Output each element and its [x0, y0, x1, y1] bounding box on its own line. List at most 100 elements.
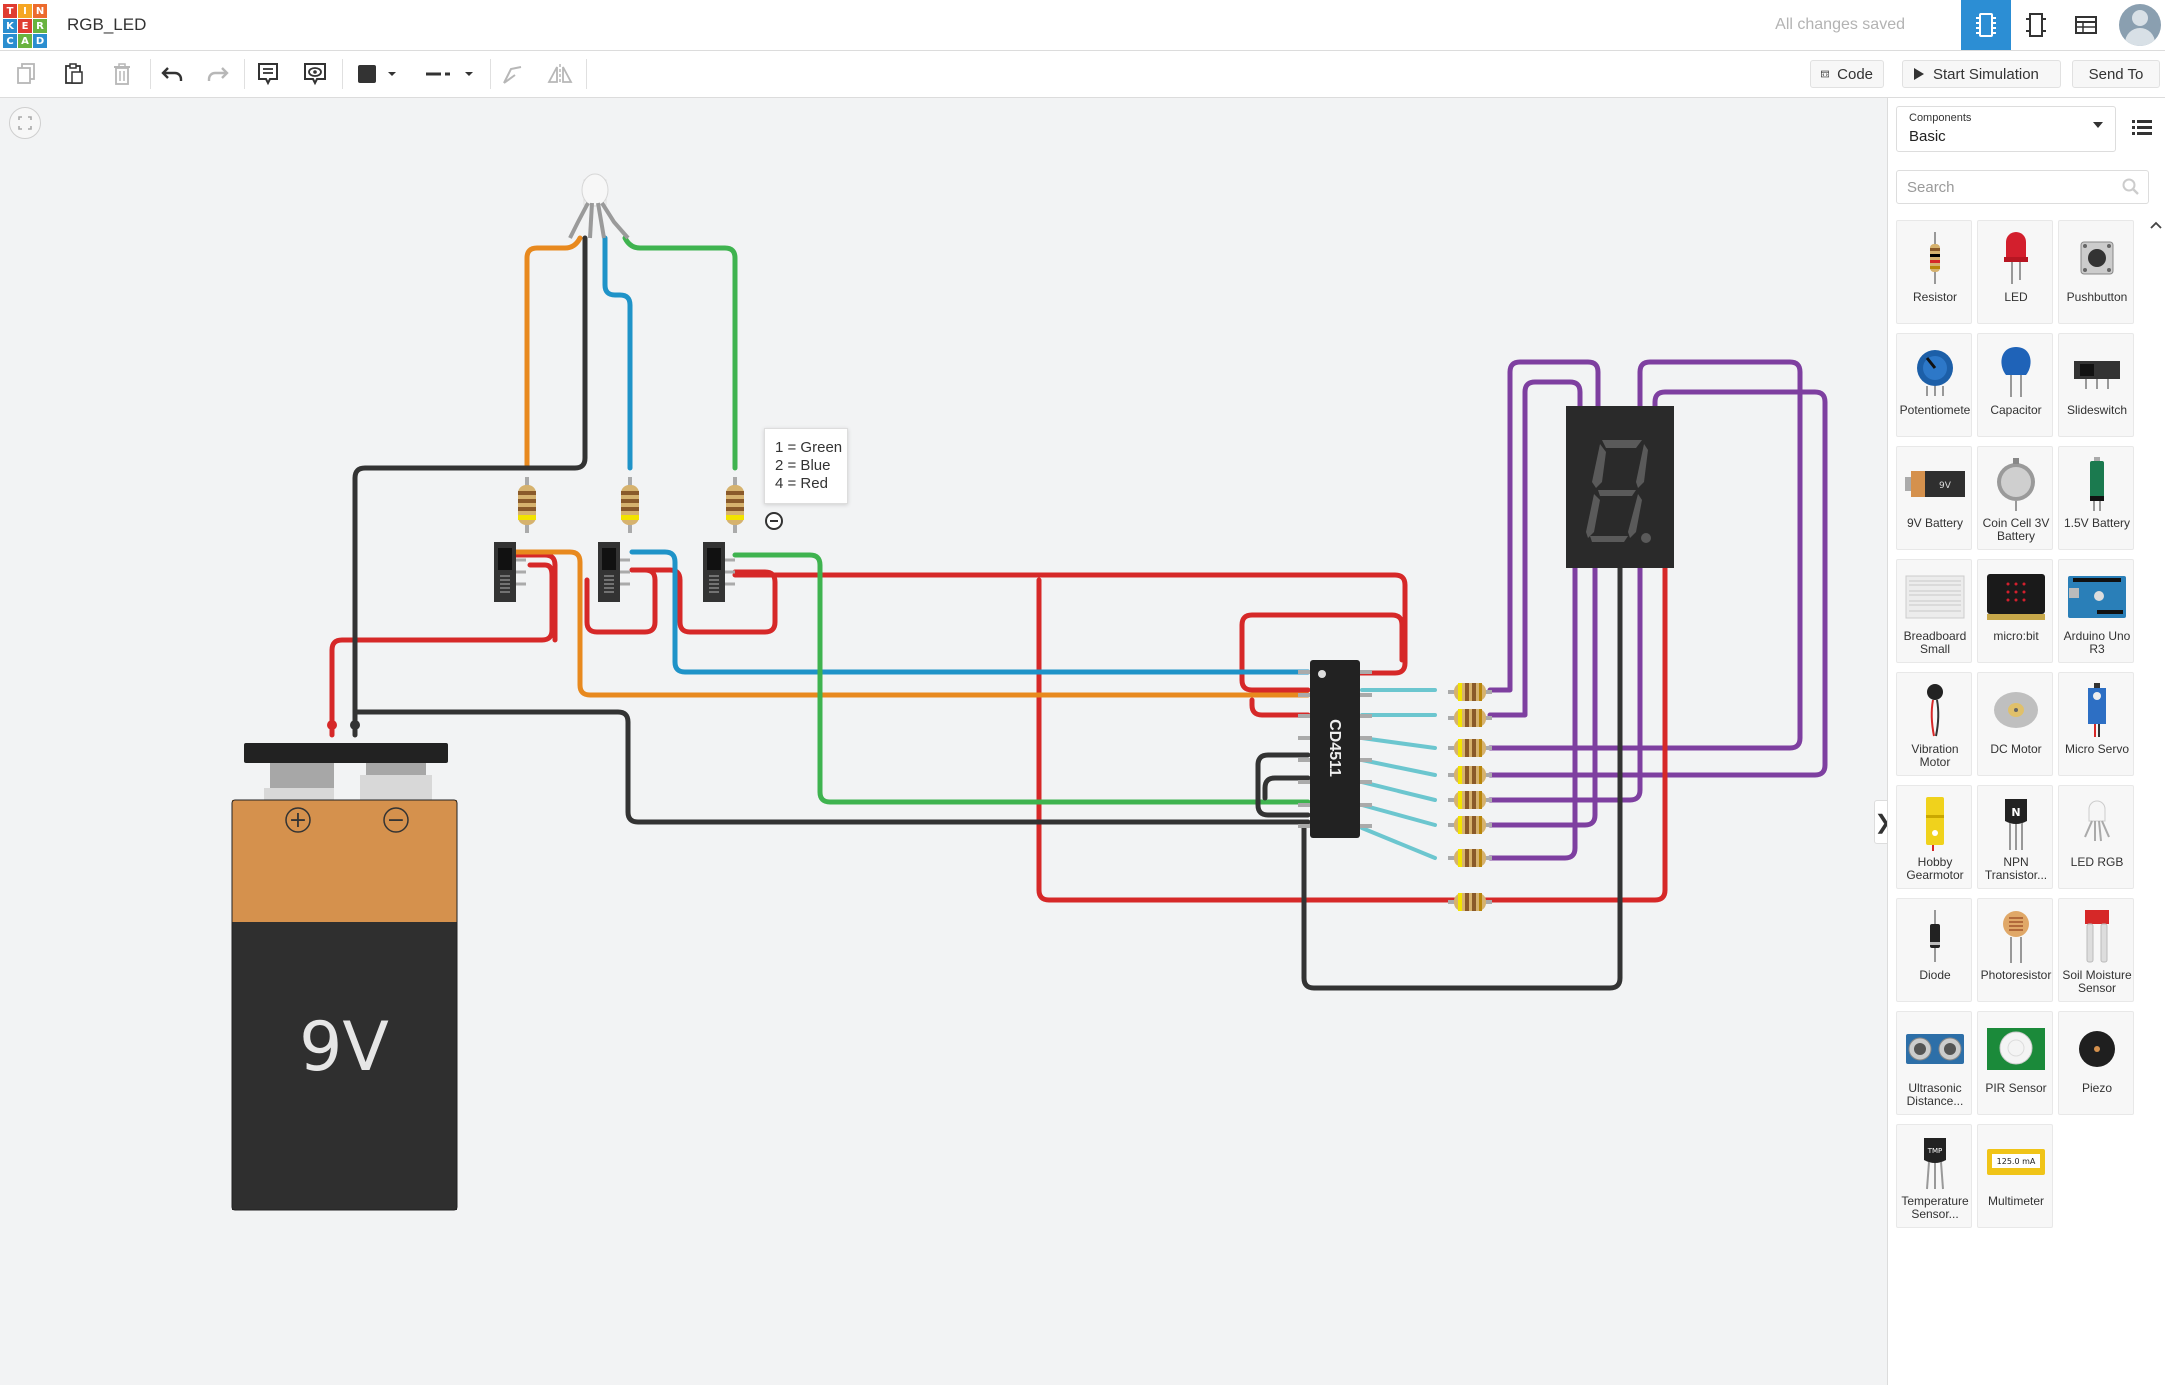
- caret-down-icon: [388, 72, 396, 76]
- undo-button[interactable]: [156, 58, 188, 90]
- component-capacitor[interactable]: Capacitor: [1977, 333, 2053, 437]
- toggle-notes-visibility-button[interactable]: [299, 58, 331, 90]
- resistor-icon: [1930, 232, 1940, 284]
- led-icon: [2004, 232, 2028, 284]
- component-npn-transistor[interactable]: N NPN Transistor...: [1977, 785, 2053, 889]
- resistor[interactable]: [1446, 814, 1494, 836]
- 9v-battery[interactable]: [231, 720, 458, 1211]
- resistor[interactable]: [516, 475, 538, 535]
- code-button[interactable]: Code: [1810, 60, 1884, 88]
- component-vibration-motor[interactable]: Vibration Motor: [1896, 672, 1972, 776]
- resistor[interactable]: [619, 475, 641, 535]
- chip-label: CD4511: [1326, 719, 1343, 777]
- component-slideswitch[interactable]: Slideswitch: [2058, 333, 2134, 437]
- circuit-canvas[interactable]: CD4511 + − 9V: [0, 98, 1887, 1385]
- slide-switch[interactable]: [701, 540, 737, 604]
- fit-view-button[interactable]: [9, 107, 41, 139]
- component-pir-sensor[interactable]: PIR Sensor: [1977, 1011, 2053, 1115]
- redo-icon: [207, 67, 229, 81]
- component-coin-cell[interactable]: Coin Cell 3V Battery: [1977, 446, 2053, 550]
- note-collapse-icon[interactable]: [765, 512, 783, 530]
- component-temperature-sensor[interactable]: TMP Temperature Sensor...: [1896, 1124, 1972, 1228]
- component-dc-motor[interactable]: DC Motor: [1977, 672, 2053, 776]
- component-name: LED: [2004, 290, 2028, 304]
- add-note-button[interactable]: [252, 58, 284, 90]
- redo-button[interactable]: [202, 58, 234, 90]
- resistor[interactable]: [1446, 681, 1494, 703]
- scroll-up-icon[interactable]: [2150, 216, 2162, 232]
- slide-switch[interactable]: [596, 540, 632, 604]
- paste-button[interactable]: [58, 58, 90, 90]
- component-piezo[interactable]: Piezo: [2058, 1011, 2134, 1115]
- flip-icon: [547, 64, 573, 84]
- component-search-input[interactable]: [1905, 171, 2109, 203]
- component-potentiometer[interactable]: Potentiomete: [1896, 333, 1972, 437]
- component-photoresistor[interactable]: Photoresistor: [1977, 898, 2053, 1002]
- wire-type-dropdown[interactable]: [420, 58, 480, 90]
- resistor[interactable]: [1446, 891, 1494, 913]
- resistor[interactable]: [724, 475, 746, 535]
- component-name: Diode: [1919, 968, 1951, 982]
- schematic-view-button[interactable]: [2011, 0, 2061, 50]
- microbit-icon: [1987, 574, 2045, 620]
- component-led-rgb[interactable]: LED RGB: [2058, 785, 2134, 889]
- component-9v-battery[interactable]: 9V 9V Battery: [1896, 446, 1972, 550]
- component-hobby-gearmotor[interactable]: Hobby Gearmotor: [1896, 785, 1972, 889]
- photoresistor-icon: [2003, 911, 2029, 963]
- delete-button[interactable]: [106, 58, 138, 90]
- search-icon[interactable]: [2122, 178, 2140, 196]
- start-simulation-button[interactable]: Start Simulation: [1902, 60, 2061, 88]
- resistor[interactable]: [1446, 764, 1494, 786]
- component-micro-servo[interactable]: Micro Servo: [2058, 672, 2134, 776]
- component-name: Temperature Sensor...: [1901, 1194, 1969, 1221]
- component-name: 9V Battery: [1906, 516, 1964, 530]
- component-list-view-button[interactable]: [2061, 0, 2111, 50]
- copy-button[interactable]: [10, 58, 42, 90]
- resistor[interactable]: [1446, 707, 1494, 729]
- canvas-note[interactable]: 1 = Green 2 = Blue 4 = Red: [764, 428, 848, 504]
- tmp-label: TMP: [1927, 1147, 1943, 1155]
- flip-button[interactable]: [544, 58, 576, 90]
- save-status: All changes saved: [1775, 16, 1905, 33]
- component-name: LED RGB: [2070, 855, 2124, 869]
- component-led[interactable]: LED: [1977, 220, 2053, 324]
- rgb-led[interactable]: [568, 173, 630, 240]
- seven-segment-display[interactable]: [1566, 406, 1674, 568]
- pir-icon: [1987, 1028, 2045, 1070]
- component-1-5v-battery[interactable]: 1.5V Battery: [2058, 446, 2134, 550]
- eye-note-icon: [304, 63, 326, 86]
- dc-motor-icon: [1994, 692, 2038, 728]
- components-dropdown[interactable]: Components Basic: [1896, 106, 2116, 152]
- resistor[interactable]: [1446, 847, 1494, 869]
- user-avatar[interactable]: [2119, 4, 2161, 46]
- component-multimeter[interactable]: 125.0 mA Multimeter: [1977, 1124, 2053, 1228]
- component-diode[interactable]: Diode: [1896, 898, 1972, 1002]
- component-microbit[interactable]: micro:bit: [1977, 559, 2053, 663]
- diode-icon: [1930, 910, 1940, 962]
- arduino-icon: [2068, 576, 2126, 618]
- cd4511-chip[interactable]: [1298, 660, 1372, 838]
- rotate-icon: [503, 66, 522, 84]
- transistor-letter: N: [2011, 806, 2020, 819]
- component-pushbutton[interactable]: Pushbutton: [2058, 220, 2134, 324]
- start-simulation-label: Start Simulation: [1933, 65, 2039, 83]
- component-soil-moisture-sensor[interactable]: Soil Moisture Sensor: [2058, 898, 2134, 1002]
- component-name: Arduino Uno R3: [2063, 629, 2131, 656]
- component-breadboard-small[interactable]: Breadboard Small: [1896, 559, 1972, 663]
- slideswitch-icon: [2074, 361, 2120, 389]
- send-to-button[interactable]: Send To: [2072, 60, 2160, 88]
- design-title[interactable]: RGB_LED: [67, 15, 147, 34]
- wire-color-dropdown[interactable]: [350, 58, 406, 90]
- rotate-button[interactable]: [496, 58, 528, 90]
- component-resistor[interactable]: Resistor: [1896, 220, 1972, 324]
- circuit-view-button[interactable]: [1961, 0, 2011, 50]
- battery-thumb-label: 9V: [1939, 481, 1952, 491]
- resistor[interactable]: [1446, 789, 1494, 811]
- tinkercad-logo[interactable]: T I N K E R C A D: [3, 4, 47, 48]
- list-view-icon[interactable]: [2132, 118, 2152, 136]
- component-arduino-uno[interactable]: Arduino Uno R3: [2058, 559, 2134, 663]
- logo-letter: C: [3, 34, 17, 48]
- resistor[interactable]: [1446, 737, 1494, 759]
- component-ultrasonic-sensor[interactable]: Ultrasonic Distance...: [1896, 1011, 1972, 1115]
- battery-voltage-label: 9V: [299, 1008, 389, 1087]
